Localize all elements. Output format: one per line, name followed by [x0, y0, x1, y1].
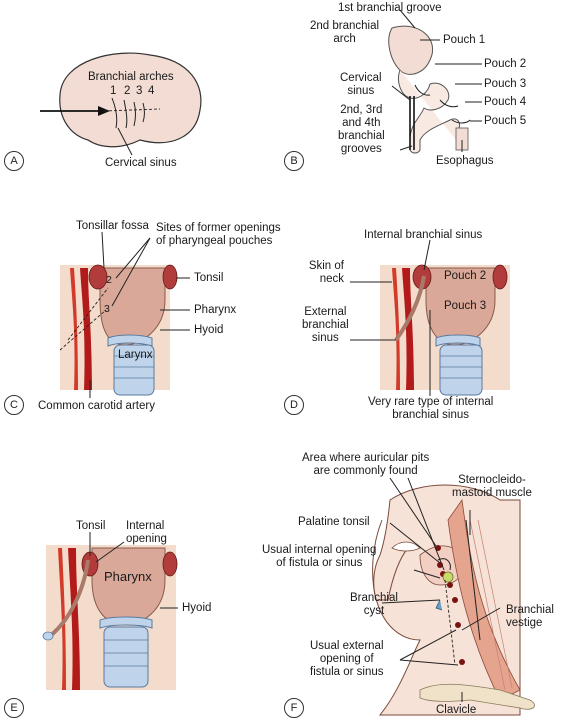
label-esophagus: Esophagus	[436, 155, 494, 167]
label-hyoid-c: Hyoid	[194, 324, 224, 336]
label-usual-internal-opening: Usual internal opening of fistula or sin…	[262, 544, 377, 569]
panel-label-d: D	[284, 395, 304, 415]
label-pharynx-e: Pharynx	[104, 569, 152, 584]
panel-e-drawing	[42, 532, 178, 690]
label-arch-2: 2	[124, 85, 131, 97]
panel-d-drawing	[350, 239, 510, 396]
label-pouch-1: Pouch 1	[443, 34, 486, 46]
label-common-carotid: Common carotid artery	[38, 400, 155, 412]
label-tonsil-e: Tonsil	[76, 520, 106, 532]
label-internal-branchial-sinus: Internal branchial sinus	[364, 229, 483, 241]
label-pouch-2-d: Pouch 2	[444, 270, 487, 282]
panel-b-pouches	[388, 9, 482, 154]
label-branchial-cyst: Branchial cyst	[350, 592, 398, 617]
label-pouch-5: Pouch 5	[484, 115, 527, 127]
panel-label-f: F	[284, 698, 304, 718]
panel-label-a: A	[4, 151, 24, 171]
label-skin-of-neck: Skin of neck	[308, 260, 344, 285]
label-tonsil-c: Tonsil	[194, 272, 224, 284]
label-branchial-arches: Branchial arches	[88, 71, 174, 83]
label-2nd-arch: 2nd branchial arch	[310, 20, 380, 45]
label-sternocleidomastoid: Sternocleido- mastoid muscle	[452, 474, 532, 499]
label-palatine-tonsil: Palatine tonsil	[298, 516, 370, 528]
panel-f-drawing	[372, 477, 535, 716]
label-arch-4: 4	[148, 85, 155, 97]
label-hyoid-e: Hyoid	[182, 602, 212, 614]
panel-label-e: E	[4, 698, 24, 718]
label-pouch-3-d: Pouch 3	[444, 300, 487, 312]
label-num-2: 2	[106, 274, 112, 286]
label-branchial-vestige: Branchial vestige	[506, 604, 554, 629]
panel-a-embryo	[40, 52, 202, 156]
panel-label-b: B	[284, 151, 304, 171]
label-auricular-pits: Area where auricular pits are commonly f…	[302, 452, 430, 477]
panel-label-c: C	[4, 395, 24, 415]
label-1st-groove: 1st branchial groove	[338, 2, 442, 14]
panel-c-drawing	[59, 231, 190, 398]
label-external-branchial-sinus: External branchial sinus	[302, 306, 349, 344]
label-pharynx-c: Pharynx	[194, 304, 237, 316]
label-very-rare-type: Very rare type of internal branchial sin…	[368, 396, 494, 421]
label-sites-former-openings: Sites of former openings of pharyngeal p…	[156, 222, 281, 247]
label-pouch-4: Pouch 4	[484, 96, 527, 108]
label-clavicle: Clavicle	[436, 704, 477, 716]
label-usual-external-opening: Usual external opening of fistula or sin…	[310, 640, 384, 678]
label-larynx: Larynx	[118, 349, 153, 361]
label-num-3: 3	[104, 303, 110, 315]
label-pouch-3: Pouch 3	[484, 78, 527, 90]
label-cervical-sinus-a: Cervical sinus	[105, 157, 177, 169]
label-tonsillar-fossa: Tonsillar fossa	[76, 220, 149, 232]
label-internal-opening: Internal opening	[126, 520, 167, 545]
label-cervical-sinus-b: Cervical sinus	[340, 72, 382, 97]
label-arch-3: 3	[136, 85, 143, 97]
label-arch-1: 1	[110, 85, 117, 97]
label-grooves: 2nd, 3rd and 4th branchial grooves	[338, 104, 385, 155]
label-pouch-2: Pouch 2	[484, 58, 527, 70]
